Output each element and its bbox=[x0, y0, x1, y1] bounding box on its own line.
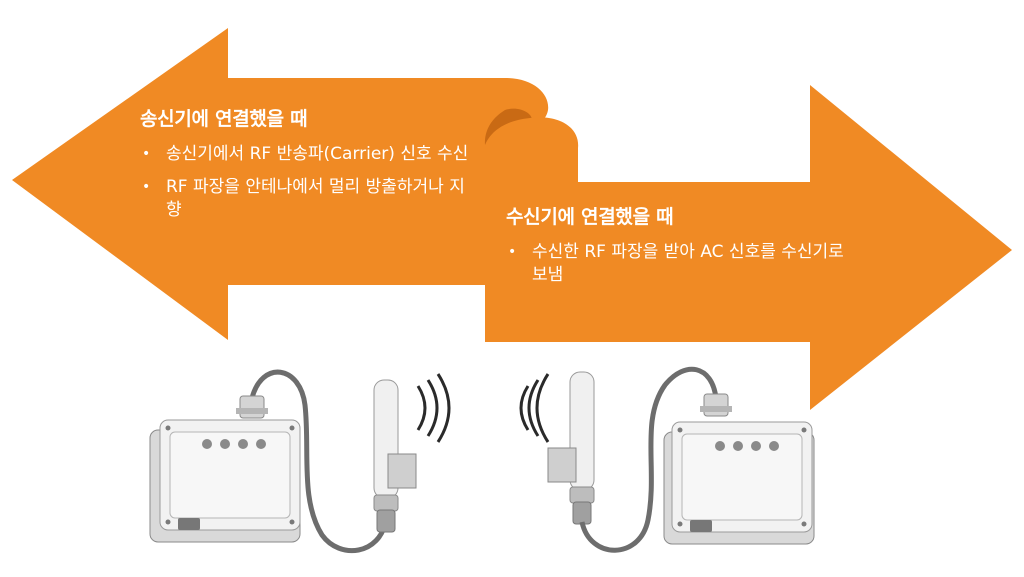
right-cable-connector bbox=[700, 393, 732, 417]
left-rfid-reader bbox=[149, 419, 301, 543]
left-panel-title: 송신기에 연결했을 때 bbox=[140, 108, 308, 130]
right-cable bbox=[579, 366, 719, 553]
left-antenna bbox=[373, 379, 417, 533]
left-bullet-1: 송신기에서 RF 반송파(Carrier) 신호 수신 bbox=[140, 143, 470, 166]
right-bullet-1: 수신한 RF 파장을 받아 AC 신호를 수신기로 보냄 bbox=[506, 241, 846, 287]
left-panel: 송신기에 연결했을 때 송신기에서 RF 반송파(Carrier) 신호 수신 … bbox=[140, 104, 470, 232]
radio-waves-outgoing-icon bbox=[416, 373, 451, 443]
right-rfid-reader bbox=[663, 421, 815, 545]
right-panel: 수신기에 연결했을 때 수신한 RF 파장을 받아 AC 신호를 수신기로 보냄 bbox=[506, 202, 846, 297]
right-antenna bbox=[547, 371, 595, 525]
radio-waves-incoming-icon bbox=[519, 373, 550, 443]
left-panel-bullets: 송신기에서 RF 반송파(Carrier) 신호 수신 RF 파장을 안테나에서… bbox=[140, 143, 470, 222]
left-cable bbox=[249, 369, 389, 553]
left-cable-connector bbox=[236, 395, 268, 419]
right-panel-bullets: 수신한 RF 파장을 받아 AC 신호를 수신기로 보냄 bbox=[506, 241, 846, 287]
left-bullet-2: RF 파장을 안테나에서 멀리 방출하거나 지향 bbox=[140, 176, 470, 222]
right-panel-title: 수신기에 연결했을 때 bbox=[506, 206, 674, 228]
